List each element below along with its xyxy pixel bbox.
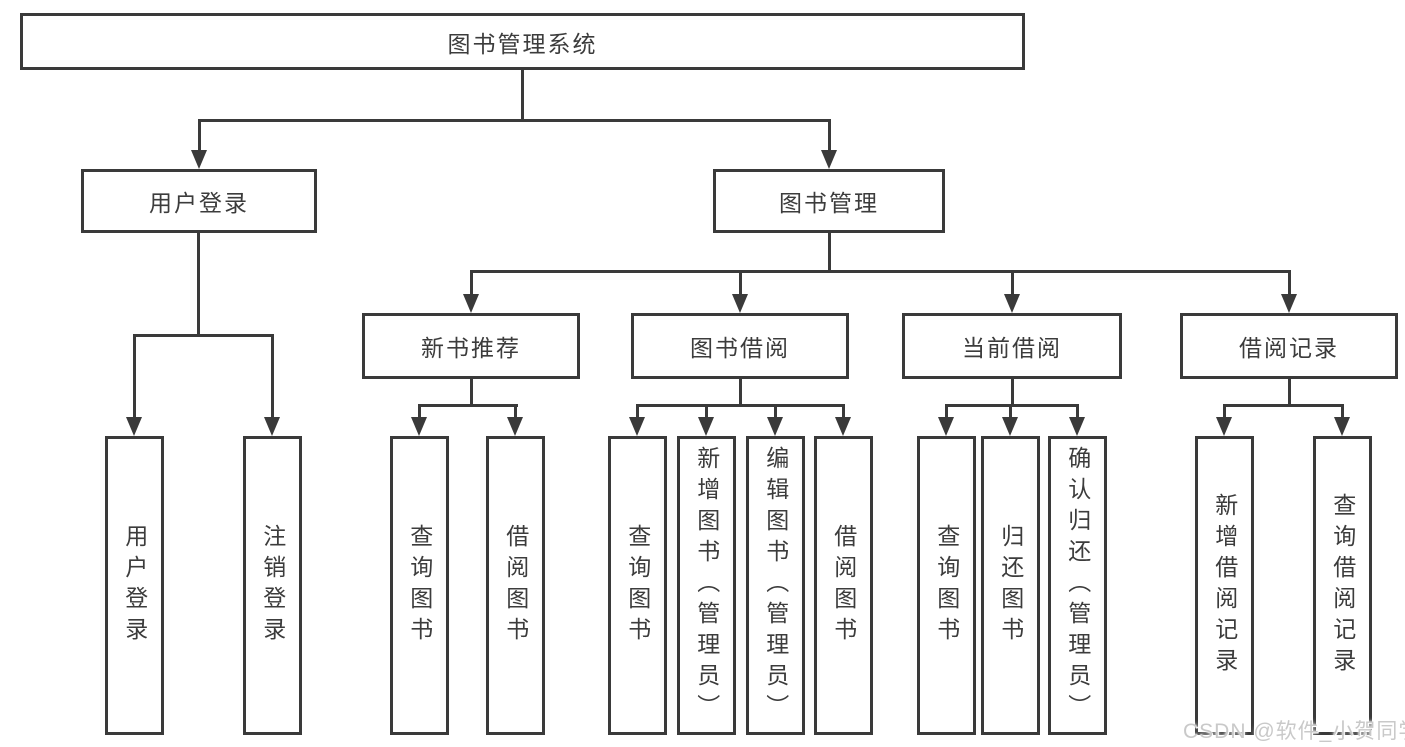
edge-line bbox=[133, 334, 136, 419]
arrowhead bbox=[411, 417, 427, 436]
leaf-borrow-book-recommend: 借阅图书 bbox=[486, 436, 545, 735]
arrowhead bbox=[191, 150, 207, 169]
edge-line bbox=[739, 270, 742, 296]
arrowhead bbox=[1334, 417, 1350, 436]
arrowhead bbox=[698, 417, 714, 436]
edge-line bbox=[470, 379, 473, 407]
edge-line bbox=[636, 404, 639, 420]
node-user-login: 用户登录 bbox=[81, 169, 317, 233]
edge-line bbox=[1223, 404, 1344, 407]
leaf-query-book-recommend-label: 查询图书 bbox=[406, 523, 433, 648]
leaf-borrow-book-recommend-label: 借阅图书 bbox=[502, 523, 529, 648]
edge-line bbox=[945, 404, 1079, 407]
node-borrowing-records: 借阅记录 bbox=[1180, 313, 1398, 379]
leaf-logout: 注销登录 bbox=[243, 436, 302, 735]
edge-line bbox=[1011, 270, 1014, 296]
arrowhead bbox=[463, 294, 479, 313]
arrowhead bbox=[1069, 417, 1085, 436]
leaf-return-book: 归还图书 bbox=[981, 436, 1040, 735]
arrowhead bbox=[629, 417, 645, 436]
arrowhead bbox=[732, 294, 748, 313]
arrowhead bbox=[1002, 417, 1018, 436]
leaf-query-book-borrowing-label: 查询图书 bbox=[624, 523, 651, 648]
node-user-login-label: 用户登录 bbox=[149, 190, 249, 216]
arrowhead bbox=[938, 417, 954, 436]
arrowhead bbox=[1281, 294, 1297, 313]
leaf-add-book-admin: 新增图书（管理员） bbox=[677, 436, 736, 735]
edge-line bbox=[198, 119, 830, 122]
leaf-borrow-book: 借阅图书 bbox=[814, 436, 873, 735]
leaf-query-book-borrowing: 查询图书 bbox=[608, 436, 667, 735]
node-root: 图书管理系统 bbox=[20, 13, 1025, 70]
leaf-add-borrow-record: 新增借阅记录 bbox=[1195, 436, 1254, 735]
leaf-add-borrow-record-label: 新增借阅记录 bbox=[1211, 492, 1238, 679]
leaf-confirm-return-admin: 确认归还（管理员） bbox=[1048, 436, 1107, 735]
edge-line bbox=[470, 270, 473, 296]
node-current-borrowing: 当前借阅 bbox=[902, 313, 1122, 379]
edge-line bbox=[133, 334, 274, 337]
node-book-management: 图书管理 bbox=[713, 169, 945, 233]
leaf-edit-book-admin: 编辑图书（管理员） bbox=[746, 436, 805, 735]
node-book-management-label: 图书管理 bbox=[779, 190, 879, 216]
arrowhead bbox=[767, 417, 783, 436]
node-current-borrowing-label: 当前借阅 bbox=[962, 335, 1062, 361]
edge-line bbox=[1288, 270, 1291, 296]
leaf-query-book-recommend: 查询图书 bbox=[390, 436, 449, 735]
edge-line bbox=[1341, 404, 1344, 420]
leaf-return-book-label: 归还图书 bbox=[997, 523, 1024, 648]
edge-line bbox=[828, 119, 831, 150]
leaf-borrow-book-label: 借阅图书 bbox=[830, 523, 857, 648]
arrowhead bbox=[821, 150, 837, 169]
edge-line bbox=[418, 404, 518, 407]
edge-line bbox=[1011, 379, 1014, 407]
leaf-query-book-current: 查询图书 bbox=[917, 436, 976, 735]
leaf-add-book-admin-label: 新增图书（管理员） bbox=[693, 446, 720, 725]
edge-line bbox=[636, 404, 845, 407]
node-new-book-recommend-label: 新书推荐 bbox=[421, 335, 521, 361]
edge-line bbox=[705, 404, 708, 420]
leaf-query-book-current-label: 查询图书 bbox=[933, 523, 960, 648]
arrowhead bbox=[264, 417, 280, 436]
edge-line bbox=[198, 119, 201, 150]
edge-line bbox=[470, 270, 1291, 273]
node-borrowing-records-label: 借阅记录 bbox=[1239, 335, 1339, 361]
edge-line bbox=[774, 404, 777, 420]
edge-line bbox=[739, 379, 742, 407]
csdn-watermark: CSDN @软件_小贺同学 bbox=[1183, 720, 1405, 743]
edge-line bbox=[842, 404, 845, 420]
node-book-borrowing-label: 图书借阅 bbox=[690, 335, 790, 361]
edge-line bbox=[1223, 404, 1226, 420]
leaf-confirm-return-admin-label: 确认归还（管理员） bbox=[1064, 446, 1091, 725]
node-new-book-recommend: 新书推荐 bbox=[362, 313, 580, 379]
arrowhead bbox=[126, 417, 142, 436]
leaf-edit-book-admin-label: 编辑图书（管理员） bbox=[762, 446, 789, 725]
edge-line bbox=[1288, 379, 1291, 407]
arrowhead bbox=[1004, 294, 1020, 313]
arrowhead bbox=[507, 417, 523, 436]
edge-line bbox=[271, 334, 274, 419]
leaf-logout-label: 注销登录 bbox=[259, 523, 286, 648]
edge-line bbox=[514, 404, 517, 420]
node-root-label: 图书管理系统 bbox=[447, 30, 598, 57]
edge-line bbox=[828, 232, 831, 273]
edge-line bbox=[521, 69, 524, 122]
leaf-user-login-label: 用户登录 bbox=[121, 523, 148, 648]
edge-line bbox=[945, 404, 948, 420]
edge-line bbox=[197, 232, 200, 337]
leaf-query-borrow-record: 查询借阅记录 bbox=[1313, 436, 1372, 735]
edge-line bbox=[1076, 404, 1079, 420]
edge-line bbox=[1009, 404, 1012, 420]
node-book-borrowing: 图书借阅 bbox=[631, 313, 849, 379]
leaf-user-login: 用户登录 bbox=[105, 436, 164, 735]
edge-line bbox=[418, 404, 421, 420]
arrowhead bbox=[1216, 417, 1232, 436]
arrowhead bbox=[835, 417, 851, 436]
leaf-query-borrow-record-label: 查询借阅记录 bbox=[1329, 492, 1356, 679]
